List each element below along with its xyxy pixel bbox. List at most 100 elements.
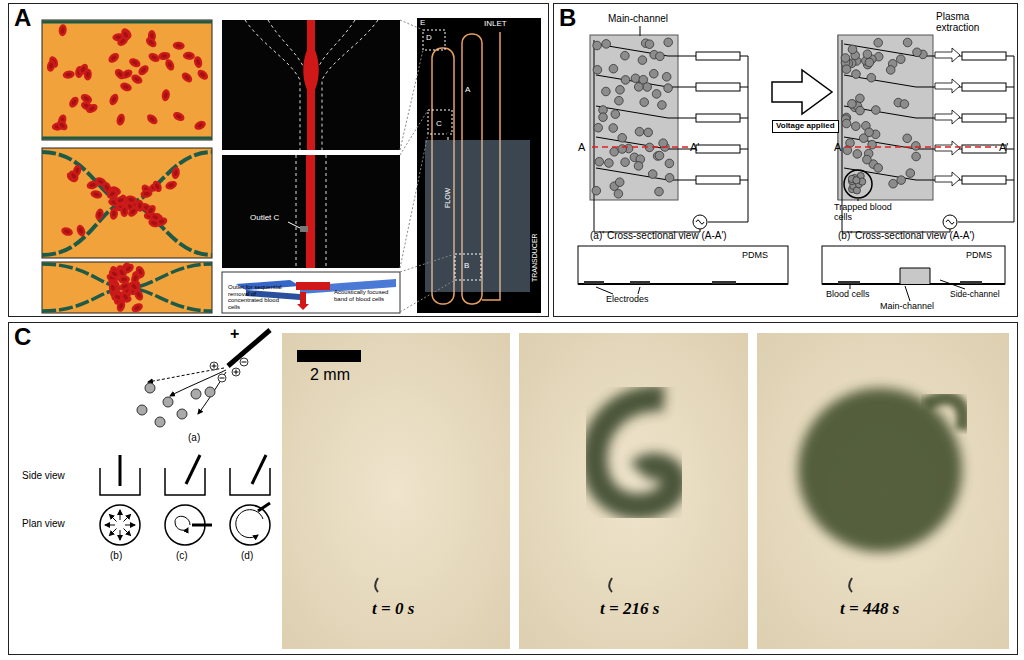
cell-center <box>149 116 156 123</box>
ion <box>240 358 248 366</box>
blood-cell <box>621 158 630 167</box>
field-arrow <box>198 372 226 414</box>
cell-body <box>109 207 118 220</box>
cell-body <box>46 59 57 73</box>
blood-cell <box>618 134 627 143</box>
cell-center <box>112 211 116 217</box>
cell-center <box>154 183 160 190</box>
micrograph <box>222 20 400 313</box>
sub-label: (b) <box>110 550 122 561</box>
particle <box>177 409 187 419</box>
particle-cloud <box>925 398 963 430</box>
cell-center <box>167 61 173 68</box>
cell-center <box>168 182 175 188</box>
cell-body <box>136 63 150 77</box>
blood-cell <box>634 83 643 92</box>
cell-body <box>128 56 142 69</box>
sub-label: (d) <box>241 550 253 561</box>
blood-cell <box>664 84 673 93</box>
blood-cell <box>621 51 630 60</box>
row-label: Plan view <box>22 518 65 529</box>
dish-side <box>165 468 205 495</box>
red-blood-cell <box>130 271 142 285</box>
red-blood-cell <box>164 58 177 72</box>
cell-center <box>111 285 116 292</box>
blood-cell <box>853 177 860 184</box>
section-line <box>592 146 688 148</box>
blood-cell <box>874 38 883 47</box>
blood-cell <box>886 66 895 75</box>
inset-box <box>455 254 481 280</box>
plasma-arrow <box>935 172 960 186</box>
red-blood-cell <box>164 179 178 191</box>
red-blood-cell <box>135 199 144 211</box>
red-blood-cells <box>46 24 210 314</box>
cell-body <box>145 112 159 126</box>
flow-label: FLOW <box>444 188 452 208</box>
section-mark: A <box>834 141 841 153</box>
leader-line <box>850 284 851 289</box>
blood-cell <box>865 128 874 137</box>
orange-frame <box>42 148 212 258</box>
cell-body <box>172 110 186 122</box>
blood-cell <box>900 100 909 109</box>
cell-center <box>104 184 110 191</box>
blood-cell <box>634 162 643 171</box>
blood-cell <box>903 134 912 143</box>
leader-line <box>940 280 965 289</box>
cell-center <box>89 183 96 188</box>
debris-mark <box>609 578 612 592</box>
flow-arrows <box>105 510 135 540</box>
cell-body <box>108 92 120 106</box>
cell-body <box>90 189 104 200</box>
cell-center <box>131 60 138 66</box>
wire <box>594 40 700 232</box>
ac-symbol <box>946 220 954 224</box>
red-blood-cell <box>130 301 144 314</box>
cell-center <box>143 191 150 196</box>
blood-cell <box>638 56 647 65</box>
flow-arrow <box>124 514 131 521</box>
cell-center <box>117 197 124 203</box>
cell-body <box>130 271 142 285</box>
red-blood-cell <box>94 208 105 222</box>
ac-source <box>943 215 957 229</box>
flow-arrow <box>109 514 116 521</box>
panel-frame: B <box>553 3 1018 317</box>
blood-cell <box>621 76 630 85</box>
leader-line <box>640 26 641 36</box>
blood-cell <box>856 94 865 103</box>
outlet-port <box>300 226 308 232</box>
charged-particles <box>137 358 248 427</box>
ion <box>218 374 226 382</box>
blood-cell <box>662 73 671 82</box>
blood-cell <box>906 169 915 178</box>
blood-cell <box>605 159 614 168</box>
photo-frame <box>757 333 1009 649</box>
channel-wall <box>268 20 303 66</box>
cell-body <box>62 70 75 80</box>
electrode-pad <box>962 176 1006 184</box>
flow-arrow <box>125 525 135 526</box>
flow-arrow <box>236 510 263 538</box>
particle <box>145 383 155 393</box>
red-blood-cell <box>171 166 181 179</box>
wire <box>740 87 748 88</box>
cell-body <box>108 281 118 294</box>
leader-line <box>288 222 300 228</box>
micrograph-frame <box>222 20 400 150</box>
inset-box <box>428 110 452 134</box>
cell-center <box>123 84 130 89</box>
red-blood-cell <box>172 110 186 122</box>
plasma-arrow <box>935 79 960 93</box>
cell-body <box>113 67 127 81</box>
cell-body <box>144 35 158 49</box>
scale-label: 2 mm <box>310 366 350 384</box>
plasma-arrow <box>935 141 960 155</box>
cell-center <box>121 278 127 282</box>
cell-body <box>119 28 131 42</box>
channel-wall <box>326 155 327 268</box>
red-blood-cell <box>115 113 126 127</box>
